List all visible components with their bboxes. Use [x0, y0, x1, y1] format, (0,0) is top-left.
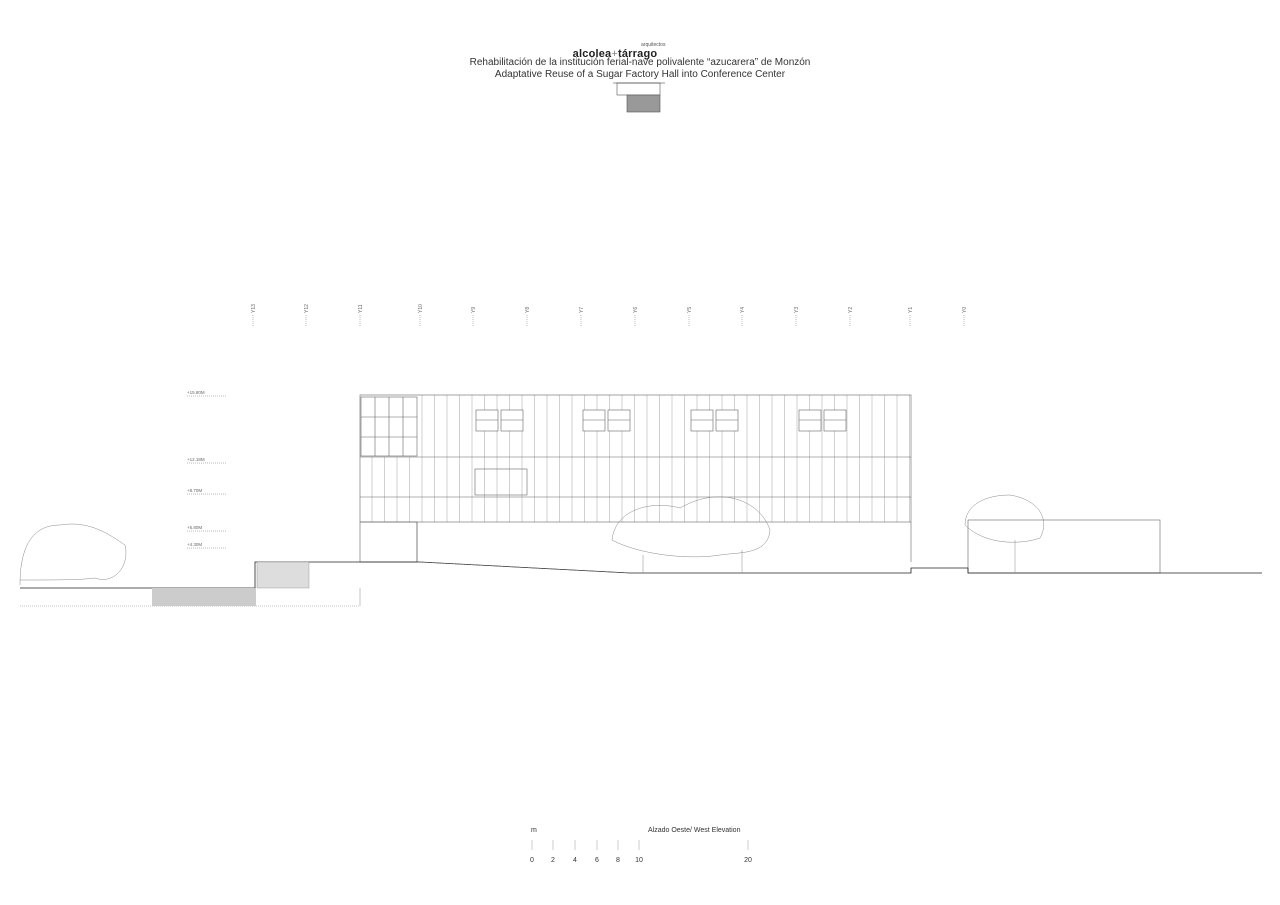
scale-unit: m — [531, 827, 537, 834]
scale-tick-label: 4 — [573, 857, 577, 864]
ground-line — [20, 561, 1262, 607]
level-label: +8.70M — [187, 488, 202, 493]
grid-axis-label: Y10 — [418, 304, 424, 313]
grid-axis-label: Y9 — [471, 307, 477, 313]
grid-axis-label: Y1 — [908, 307, 914, 313]
level-label: +15.80M — [187, 390, 205, 395]
grid-axis-label: Y0 — [962, 307, 968, 313]
scale-tick-label: 10 — [635, 857, 643, 864]
grid-axis-label: Y11 — [358, 304, 364, 313]
level-markers: +15.80M +12.18M +8.70M +5.80M +4.30M — [187, 390, 226, 549]
level-label: +12.18M — [187, 457, 205, 462]
scale-tick-label: 0 — [530, 857, 534, 864]
scale-tick-label: 8 — [616, 857, 620, 864]
logo-part-b: tárrago — [618, 48, 658, 60]
grid-axis-label: Y3 — [794, 307, 800, 313]
grid-axis-label: Y7 — [579, 307, 585, 313]
level-label: +5.80M — [187, 525, 202, 530]
grid-axis-label: Y13 — [251, 304, 257, 313]
title-english: Adaptative Reuse of a Sugar Factory Hall… — [494, 69, 786, 80]
logo-plus: + — [611, 48, 618, 60]
grid-axis-label: Y5 — [687, 307, 693, 313]
drawing-title: Alzado Oeste/ West Elevation — [648, 827, 741, 834]
grid-axis-label: Y12 — [304, 304, 310, 313]
scale-tick-label: 20 — [744, 857, 752, 864]
grid-axis-label: Y6 — [633, 307, 639, 313]
logo-sub: arquitectos — [641, 42, 666, 48]
grid-axis-label: Y4 — [740, 307, 746, 313]
firm-logo: arquitectos alcolea+tárrago — [540, 42, 690, 62]
building-elevation — [359, 394, 1161, 574]
scale-tick-label: 2 — [551, 857, 555, 864]
trees — [19, 494, 1044, 586]
grid-axis-label: Y2 — [848, 307, 854, 313]
logo-part-a: alcolea — [572, 48, 612, 60]
scale-tick-label: 6 — [595, 857, 599, 864]
key-plan — [613, 82, 665, 113]
grid-axes: Y13 Y12 Y11 Y10 Y9 Y8 Y7 Y6 Y5 Y4 Y3 Y2 Y1 Y0 — [251, 304, 968, 327]
title-spanish: Rehabilitación de la institución ferial-… — [469, 57, 811, 68]
level-label: +4.30M — [187, 542, 202, 547]
grid-axis-label: Y8 — [525, 307, 531, 313]
scale-bar: 0 2 4 6 8 10 20 — [530, 840, 752, 864]
